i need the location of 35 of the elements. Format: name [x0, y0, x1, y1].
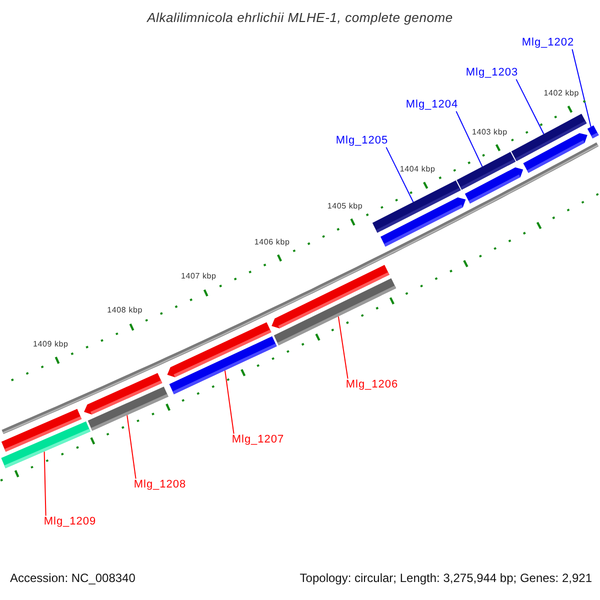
leader-line	[126, 414, 136, 480]
genome-info: Topology: circular; Length: 3,275,944 bp; Genes: 2,921	[300, 572, 592, 586]
leader-line	[456, 110, 483, 168]
position-label: 1408 kbp	[107, 306, 142, 316]
gene-feature	[511, 114, 588, 173]
map-title: Alkalilimnicola ehrlichii MLHE-1, complete genome	[147, 11, 453, 26]
gene-feature	[84, 373, 168, 431]
gene-label: Mlg_1208	[134, 478, 186, 492]
position-label: 1409 kbp	[32, 338, 68, 348]
gene-feature	[372, 180, 466, 247]
gene-label: Mlg_1203	[466, 66, 518, 80]
position-label: 1406 kbp	[254, 236, 290, 246]
gene-label: Mlg_1206	[346, 378, 398, 392]
gene-label: Mlg_1209	[44, 516, 96, 528]
gene-feature	[587, 125, 599, 138]
leader-line	[516, 78, 544, 135]
gene-label: Mlg_1207	[232, 434, 284, 446]
leader-line	[572, 48, 592, 128]
gene-feature	[167, 322, 277, 394]
gene-label: Mlg_1205	[336, 134, 388, 148]
position-label: 1407 kbp	[180, 272, 216, 281]
position-label: 1405 kbp	[327, 201, 363, 210]
genome-info: Accession: NC_008340	[10, 572, 136, 586]
position-label: 1402 kbp	[544, 88, 580, 98]
leader-line	[44, 451, 46, 516]
gene-feature	[1, 408, 90, 468]
position-label: 1403 kbp	[472, 127, 508, 136]
gene-label: Mlg_1204	[406, 98, 458, 112]
gene-label: Mlg_1202	[522, 36, 574, 50]
gene-feature	[272, 264, 396, 346]
leader-line	[386, 146, 414, 203]
leader-line	[224, 370, 234, 434]
position-label: 1404 kbp	[400, 164, 436, 174]
gene-feature	[456, 152, 524, 204]
leader-line	[338, 316, 348, 380]
